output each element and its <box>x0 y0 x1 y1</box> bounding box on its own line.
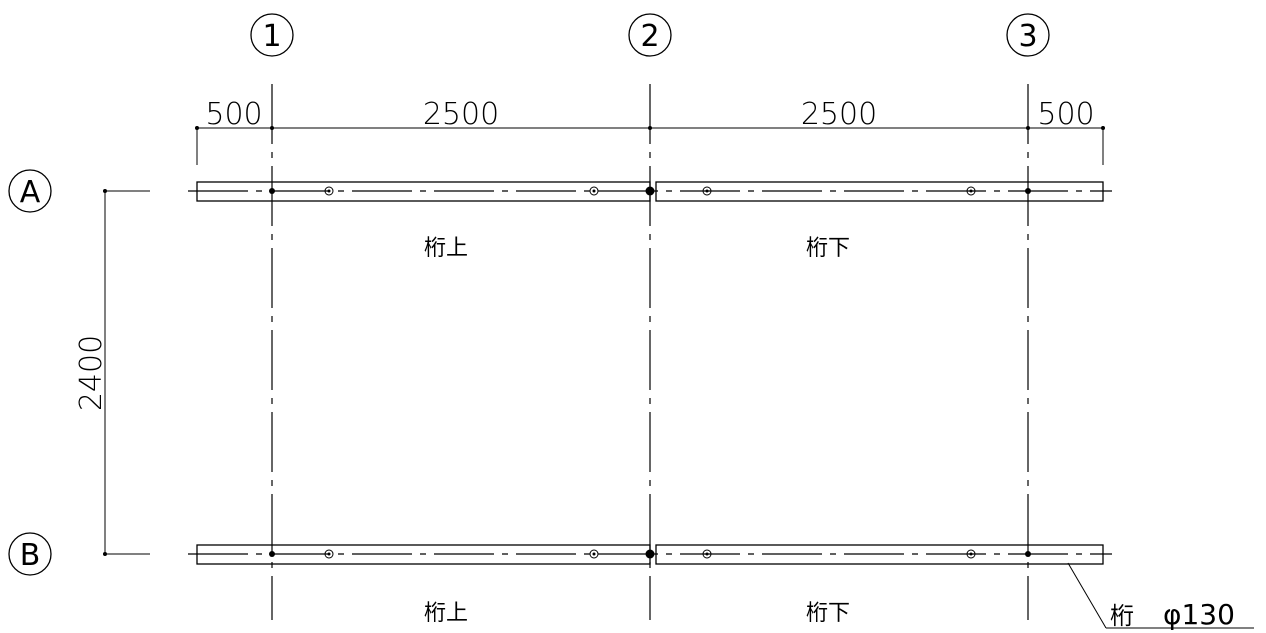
dim-500-right: 500 <box>1037 97 1094 132</box>
column-bubble-1: 1 <box>250 13 294 57</box>
row-bubble-a: A <box>8 169 52 213</box>
horizontal-dimension: 500 2500 2500 500 <box>195 97 1105 165</box>
beam-row-b <box>188 544 1112 565</box>
vertical-dimension: 2400 <box>74 189 150 556</box>
beam-label-b-left: 桁上 <box>424 601 468 626</box>
beam-row-a <box>188 181 1112 202</box>
row-label-a: A <box>20 175 41 210</box>
column-bubble-2: 2 <box>628 13 672 57</box>
callout-size: φ130 <box>1163 598 1235 631</box>
row-label-b: B <box>20 538 41 573</box>
bolt-marks-a <box>324 186 976 196</box>
row-bubble-b: B <box>8 532 52 576</box>
beam-label-b-right: 桁下 <box>806 601 850 626</box>
dim-2400: 2400 <box>74 335 109 411</box>
beam-label-a-left: 桁上 <box>424 236 468 261</box>
member-callout: 桁 φ130 <box>1067 562 1254 631</box>
bolt-marks-b <box>324 549 976 559</box>
column-bubble-3: 3 <box>1006 13 1050 57</box>
dim-2500-right: 2500 <box>801 97 877 132</box>
column-label-1: 1 <box>262 19 281 54</box>
dim-2500-left: 2500 <box>423 97 499 132</box>
beam-label-a-right: 桁下 <box>806 236 850 261</box>
column-label-2: 2 <box>640 19 659 54</box>
column-label-3: 3 <box>1018 19 1037 54</box>
callout-member: 桁 <box>1110 602 1134 630</box>
dim-500-left: 500 <box>205 97 262 132</box>
